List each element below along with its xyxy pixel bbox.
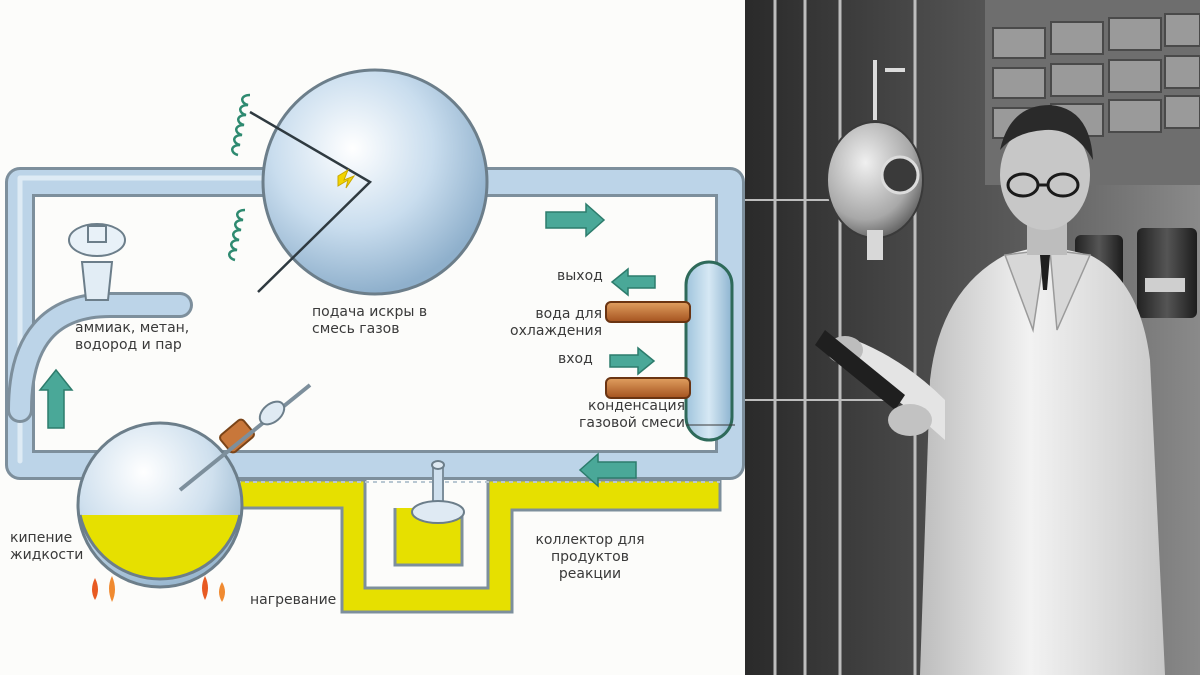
cooling-water-label: вода для охлаждения xyxy=(498,306,602,340)
cooling-water-inlet-pipe xyxy=(605,377,691,399)
gas-mix-line-2: водород и пар xyxy=(75,337,182,353)
gas-inlet-stopcock-icon xyxy=(68,223,126,301)
spark-label: подача искры в смесь газов xyxy=(312,304,427,338)
sample-bottle xyxy=(815,330,905,410)
boiling-flask xyxy=(76,383,312,589)
apparatus-drawing xyxy=(5,68,745,614)
condensation-line-2: газовой смеси xyxy=(579,415,685,431)
condensation-line-1: конденсация xyxy=(588,398,685,414)
cooling-water-line-1: вода для xyxy=(535,306,602,322)
inlet-label: вход xyxy=(558,351,593,367)
condensation-label: конденсация газовой смеси xyxy=(555,398,685,432)
scientist-figure xyxy=(815,105,1165,675)
electrode-coil-icon xyxy=(228,93,251,262)
spark-icon xyxy=(337,168,356,189)
miller-urey-diagram: аммиак, метан, водород и пар подача искр… xyxy=(5,68,745,614)
boiling-line-2: жидкости xyxy=(10,547,84,563)
glass-tube-loop xyxy=(5,167,745,480)
gas-mix-line-1: аммиак, метан, xyxy=(75,320,190,336)
liquid-trap xyxy=(203,478,722,614)
lab-photo xyxy=(745,0,1200,675)
collector-label: коллектор для продуктов реакции xyxy=(522,532,658,583)
lab-photo-drawing xyxy=(745,0,1200,675)
flow-arrow-icon xyxy=(38,202,656,488)
flame-icon xyxy=(92,576,225,602)
collector-line-3: реакции xyxy=(558,566,622,582)
boiling-label: кипение жидкости xyxy=(10,530,83,564)
collector-stopcock-icon xyxy=(411,460,465,524)
condenser xyxy=(605,260,734,442)
heating-label: нагревание xyxy=(250,592,337,608)
glass-apparatus xyxy=(826,60,924,260)
spark-line-2: смесь газов xyxy=(312,321,400,337)
gas-mix-label: аммиак, метан, водород и пар xyxy=(75,320,189,354)
spark-chamber xyxy=(249,68,489,296)
cooling-water-line-2: охлаждения xyxy=(510,323,602,339)
collector-line-1: коллектор для xyxy=(535,532,645,548)
spark-line-1: подача искры в xyxy=(312,304,428,320)
cooling-water-outlet-pipe xyxy=(605,301,691,323)
collector-line-2: продуктов xyxy=(551,549,629,565)
boiling-line-1: кипение xyxy=(10,530,73,546)
outlet-label: выход xyxy=(557,268,603,284)
